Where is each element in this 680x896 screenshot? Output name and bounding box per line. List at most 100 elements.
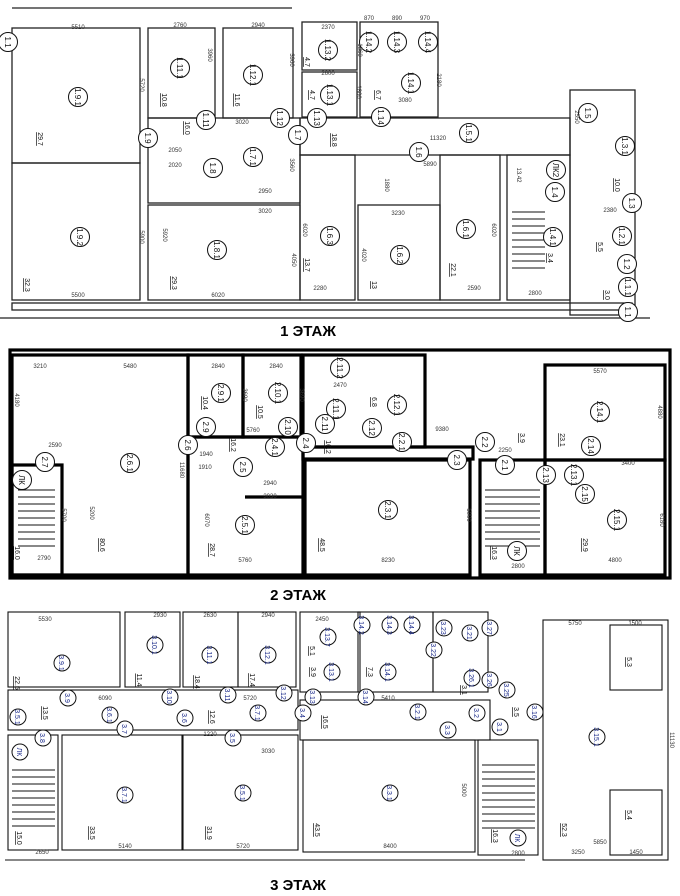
room-label[interactable]: 3.13.1 xyxy=(323,662,341,682)
room-label[interactable]: 3.13 xyxy=(304,688,322,706)
room-label[interactable]: 3.25 xyxy=(498,681,516,699)
room-label[interactable]: 3.10 xyxy=(161,688,179,706)
room-label[interactable]: 1.6.1 xyxy=(456,219,476,239)
room-label[interactable]: 1.4.1 xyxy=(543,227,563,247)
room-label[interactable]: 3.27 xyxy=(481,619,499,637)
room-label[interactable]: 3.6 xyxy=(176,709,194,727)
room-label[interactable]: 2.10.1 xyxy=(268,382,288,405)
room-label[interactable]: 3.14.2 xyxy=(353,615,371,635)
room-label[interactable]: 2.11.1 xyxy=(326,398,346,420)
room-label[interactable]: ЛК2 xyxy=(546,160,566,180)
room-label[interactable]: 2.13 xyxy=(536,465,556,485)
room-label[interactable]: 2.12 xyxy=(362,418,382,438)
room-label[interactable]: 3.26.1 xyxy=(463,668,481,688)
room-label[interactable]: 1.13.1 xyxy=(320,84,340,107)
room-label[interactable]: 3.12 xyxy=(275,684,293,702)
room-label[interactable]: 1.3.1 xyxy=(615,136,635,156)
room-label[interactable]: 1.5 xyxy=(578,103,598,123)
room-label[interactable]: 2.3 xyxy=(447,450,467,470)
room-label[interactable]: 2.11.2 xyxy=(330,357,350,379)
room-label[interactable]: 3.3.1 xyxy=(381,784,399,802)
room-label[interactable]: 3.5.1 xyxy=(234,784,252,802)
room-label[interactable]: 2.2.1 xyxy=(392,432,412,452)
room-label[interactable]: 1.9.2 xyxy=(70,227,90,247)
room-label[interactable]: 3.12.1 xyxy=(259,645,277,665)
room-label[interactable]: 3.5.1 xyxy=(9,708,27,726)
room-label[interactable]: 1.13.2 xyxy=(318,39,338,62)
room-label[interactable]: 1.3 xyxy=(622,193,642,213)
room-label[interactable]: 1.11.1 xyxy=(170,57,190,79)
room-label[interactable]: 1.4 xyxy=(545,182,565,202)
room-label[interactable]: 2.9.1 xyxy=(211,383,231,403)
room-label[interactable]: 2.6.1 xyxy=(120,453,140,473)
room-label[interactable]: 3.7.1 xyxy=(249,704,267,722)
room-label[interactable]: 3.14.1 xyxy=(379,662,397,682)
room-label[interactable]: 1.11 xyxy=(196,110,216,130)
room-label[interactable]: 3.11.1 xyxy=(201,646,219,665)
room-label[interactable]: 3.14.3 xyxy=(381,615,399,635)
room-label[interactable]: 2.4.1 xyxy=(265,437,285,457)
room-label[interactable]: 2.5.1 xyxy=(235,515,255,535)
room-label[interactable]: 2.9 xyxy=(196,417,216,437)
room-label[interactable]: 2.15 xyxy=(575,484,595,504)
room-label[interactable]: 3.9.1 xyxy=(53,654,71,672)
room-label[interactable]: 2.6 xyxy=(178,435,198,455)
room-label[interactable]: 3.4 xyxy=(294,704,312,722)
room-label[interactable]: 1.9 xyxy=(138,128,158,148)
room-label[interactable]: 1.6.2 xyxy=(390,245,410,265)
room-label[interactable]: 1.6.3 xyxy=(320,226,340,246)
room-label[interactable]: 3.23 xyxy=(435,619,453,637)
room-label[interactable]: 1.14.4 xyxy=(418,31,438,54)
room-label[interactable]: 3.6.1 xyxy=(101,706,119,724)
room-label[interactable]: 1.13 xyxy=(307,108,327,128)
room-label[interactable]: ЛК xyxy=(11,743,29,761)
room-label[interactable]: 1.5.1 xyxy=(459,123,479,143)
room-label[interactable]: 2.2 xyxy=(475,432,495,452)
room-label[interactable]: 3.7.1 xyxy=(116,786,134,804)
room-label[interactable]: 2.11 xyxy=(315,414,335,434)
room-label[interactable]: 3.26 xyxy=(481,671,499,689)
room-label[interactable]: 1.1.1 xyxy=(618,277,638,297)
room-label[interactable]: 1.12.1 xyxy=(243,64,263,87)
room-label[interactable]: 2.14 xyxy=(581,436,601,456)
room-label[interactable]: 1.8 xyxy=(203,158,223,178)
room-label[interactable]: 2.5 xyxy=(233,457,253,477)
room-label[interactable]: 3.5 xyxy=(224,729,242,747)
room-label[interactable]: 2.13.1 xyxy=(564,464,584,487)
room-label[interactable]: 1.14.2 xyxy=(359,31,379,54)
room-label[interactable]: 2.1 xyxy=(495,455,515,475)
room-label[interactable]: 2.10 xyxy=(278,417,298,437)
room-label[interactable]: 3.14.4 xyxy=(403,615,421,635)
room-label[interactable]: ЛК xyxy=(12,470,32,490)
room-label[interactable]: 2.14.1 xyxy=(590,401,610,424)
room-label[interactable]: 3.14 xyxy=(357,688,375,706)
room-label[interactable]: 3.1 xyxy=(491,718,509,736)
room-label[interactable]: 3.16 xyxy=(526,703,544,721)
room-label[interactable]: 1.2.1 xyxy=(612,226,632,246)
room-label[interactable]: 1.14.1 xyxy=(401,72,421,95)
room-label[interactable]: 3.8 xyxy=(34,729,52,747)
room-label[interactable]: 2.7 xyxy=(35,452,55,472)
room-label[interactable]: 2.4 xyxy=(296,433,316,453)
room-label[interactable]: 3.22 xyxy=(425,641,443,659)
room-label[interactable]: 1.1 xyxy=(618,302,638,322)
room-label[interactable]: 3.21 xyxy=(461,624,479,642)
room-label[interactable]: 1.12 xyxy=(270,108,290,128)
room-label[interactable]: 2.3.1 xyxy=(378,500,398,520)
room-label[interactable]: 1.7.1 xyxy=(243,147,263,167)
room-label[interactable]: 2.12.1 xyxy=(387,394,407,417)
room-label[interactable]: 2.15.1 xyxy=(607,509,627,532)
room-label[interactable]: 3.3 xyxy=(439,721,457,739)
room-label[interactable]: 1.14.3 xyxy=(387,31,407,54)
room-label[interactable]: 1.8.1 xyxy=(207,240,227,260)
room-label[interactable]: 1.7 xyxy=(288,125,308,145)
room-label[interactable]: 1.14 xyxy=(371,107,391,127)
room-label[interactable]: 3.7 xyxy=(116,720,134,738)
room-label[interactable]: 1.9.1 xyxy=(68,87,88,107)
room-label[interactable]: 3.9 xyxy=(59,689,77,707)
room-label[interactable]: 3.10.1 xyxy=(146,635,164,655)
room-label[interactable]: 3.13.7 xyxy=(319,627,337,647)
room-label[interactable]: 1.1 xyxy=(0,32,18,52)
room-label[interactable]: 3.11 xyxy=(219,686,237,704)
room-label[interactable]: 1.2 xyxy=(617,254,637,274)
